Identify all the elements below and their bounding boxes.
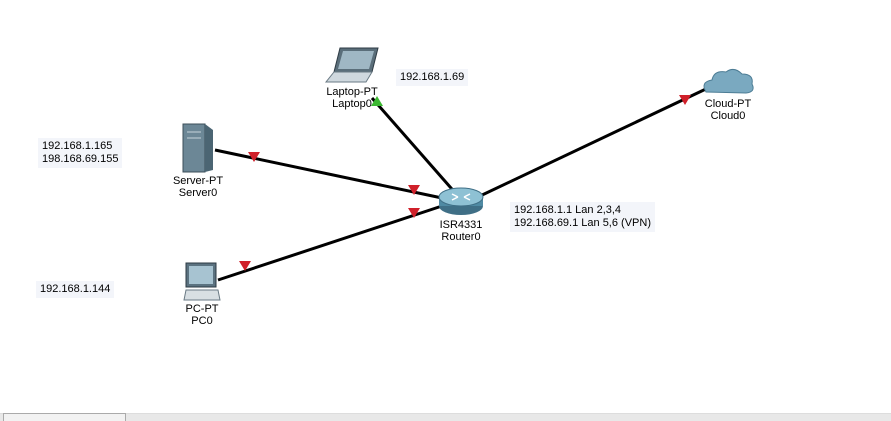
device-name: Laptop0 — [332, 98, 372, 110]
device-name: Cloud0 — [710, 110, 746, 122]
link-down-icon — [679, 95, 691, 105]
link-pc-router[interactable] — [217, 204, 443, 282]
link-up-icon — [371, 96, 383, 106]
device-name: PC0 — [191, 315, 213, 327]
link-status-markers — [239, 95, 691, 271]
note-line: 192.168.69.1 Lan 5,6 (VPN) — [514, 217, 651, 229]
laptop-note[interactable]: 192.168.1.69 — [396, 69, 469, 86]
device-type: Laptop-PT — [326, 86, 378, 98]
bottom-panel — [0, 413, 891, 421]
pc-note[interactable]: 192.168.1.144 — [36, 281, 115, 298]
link-down-icon — [239, 261, 251, 271]
links — [214, 86, 709, 282]
router-icon[interactable] — [438, 187, 484, 215]
note-line: 192.168.1.69 — [400, 71, 465, 83]
laptop-icon[interactable] — [324, 47, 379, 83]
device-type: Server-PT — [172, 175, 224, 187]
device-type: PC-PT — [185, 303, 219, 315]
cloud-icon[interactable] — [703, 68, 754, 94]
server-icon[interactable] — [182, 123, 213, 173]
note-line: 192.168.1.165 — [42, 140, 113, 152]
note-line: 198.168.69.155 — [42, 153, 119, 165]
note-line: 192.168.1.144 — [40, 283, 111, 295]
pc-icon[interactable] — [183, 262, 221, 301]
link-router-cloud[interactable] — [479, 86, 709, 198]
device-name: Server0 — [178, 187, 218, 199]
device-type: Cloud-PT — [704, 98, 752, 110]
device-type: ISR4331 — [439, 219, 483, 231]
link-laptop-router[interactable] — [370, 97, 460, 197]
link-down-icon — [408, 208, 420, 218]
note-line: 192.168.1.1 Lan 2,3,4 — [514, 204, 622, 216]
link-down-icon — [248, 152, 260, 162]
link-down-icon — [408, 185, 420, 195]
bottom-left-panel[interactable] — [3, 413, 126, 421]
link-server-router[interactable] — [214, 148, 443, 200]
device-name: Router0 — [441, 231, 481, 243]
